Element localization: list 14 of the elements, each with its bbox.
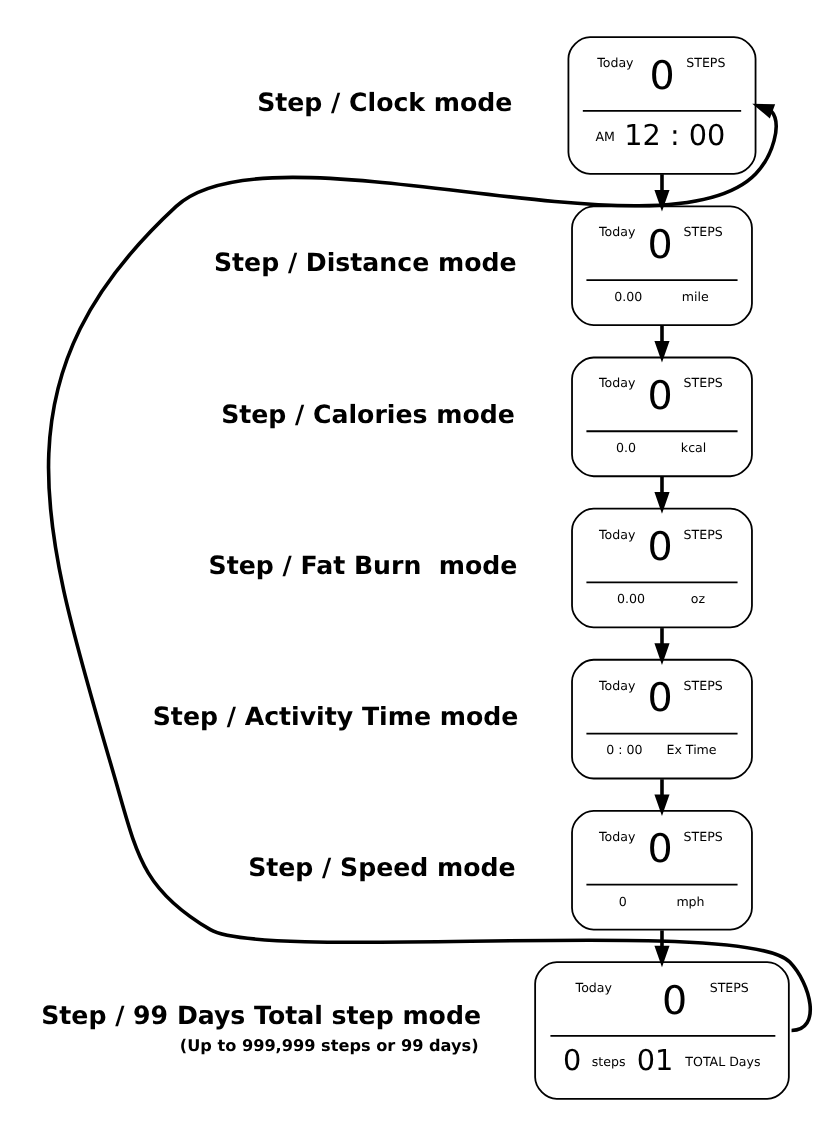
arrow	[654, 475, 670, 513]
node-label: Step / 99 Days Total step mode	[41, 998, 481, 1029]
arrow	[654, 627, 670, 664]
node-label: Step / Speed mode	[248, 851, 516, 882]
node-label: (Up to 999,999 steps or 99 days)	[179, 1033, 479, 1054]
node-label: Step / Fat Burn mode	[208, 548, 518, 579]
node-label: Step / Activity Time mode	[152, 699, 519, 730]
arrow	[47, 102, 811, 1031]
node-label: Step / Distance mode	[213, 246, 517, 277]
arrow	[654, 173, 670, 211]
arrow	[654, 324, 670, 362]
node-label: Step / Clock mode	[257, 86, 513, 117]
arrow	[654, 778, 670, 816]
node-label: Step / Calories mode	[221, 397, 515, 428]
